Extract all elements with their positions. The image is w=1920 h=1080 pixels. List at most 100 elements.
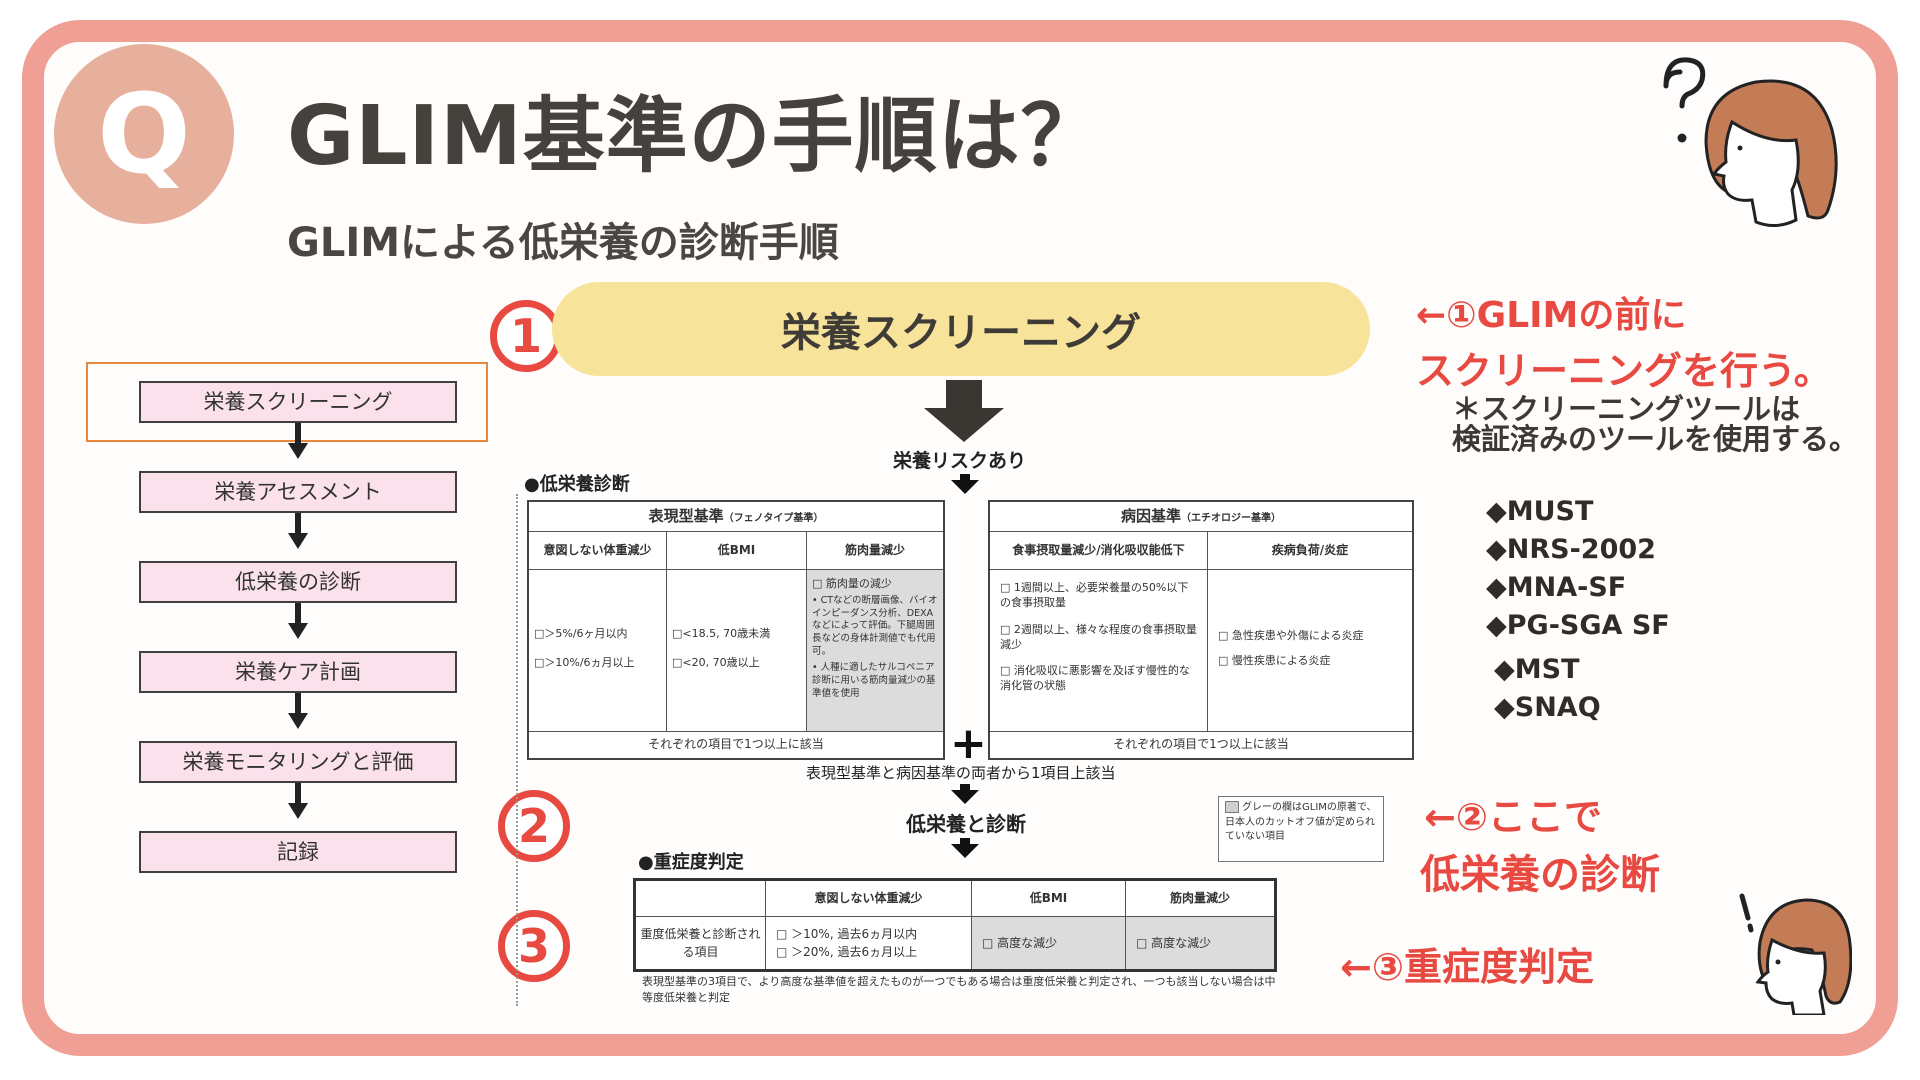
severity-weight-cell: □ ＞10%, 過去6ヵ月以内 □ ＞20%, 過去6ヵ月以上 <box>766 917 972 969</box>
tool-item: ◆MUST <box>1486 496 1594 527</box>
severity-bmi-cell: □ 高度な減少 <box>972 917 1126 969</box>
flow-arrow <box>288 513 308 549</box>
phenotype-criteria-table: 表現型基準（フェノタイプ基準） 意図しない体重減少 低BMI 筋肉量減少 □＞5… <box>527 500 945 760</box>
diagnosis-section-label: ●低栄養診断 <box>524 474 630 495</box>
etiology-criteria-table: 病因基準（エチオロジー基準） 食事摂取量減少/消化吸収能低下 疾病負荷/炎症 □… <box>988 500 1414 760</box>
left-flowchart: 栄養スクリーニング 栄養アセスメント 低栄養の診断 栄養ケア計画 栄養モニタリン… <box>86 362 490 882</box>
annotation-3: ←③重症度判定 <box>1340 945 1595 989</box>
q-letter: Q <box>97 70 191 198</box>
flow-item-screening: 栄養スクリーニング <box>139 381 457 423</box>
phenotype-footer: それぞれの項目で1つ以上に該当 <box>648 737 824 751</box>
flow-arrow <box>288 693 308 729</box>
inflammation-cell: □ 急性疾患や外傷による炎症 □ 慢性疾患による炎症 <box>1208 570 1412 731</box>
etiology-title: 病因基準（エチオロジー基準） <box>990 502 1412 532</box>
annotation-2-line1: ←②ここで <box>1424 795 1603 839</box>
down-arrow-icon <box>951 838 979 858</box>
annotation-1-note2: 検証済みのツールを使用する。 <box>1452 422 1859 456</box>
severity-col-muscle: 筋肉量減少 <box>1169 891 1230 905</box>
both-criteria-label: 表現型基準と病因基準の両者から1項目上該当 <box>806 764 1116 782</box>
severity-footer: 表現型基準の3項目で、より高度な基準値を超えたものが一つでもある場合は重度低栄養… <box>642 975 1276 1004</box>
phenotype-title: 表現型基準（フェノタイプ基準） <box>529 502 943 532</box>
tool-item: ◆PG-SGA SF <box>1486 610 1670 641</box>
down-arrow-icon <box>951 474 979 494</box>
phenotype-title-text: 表現型基準 <box>648 507 724 525</box>
criteria-item: □ 急性疾患や外傷による炎症 <box>1218 629 1364 642</box>
severity-table: 意図しない体重減少 低BMI 筋肉量減少 重度低栄養と診断される項目 □ ＞10… <box>633 878 1277 972</box>
down-arrow-icon <box>924 380 1004 442</box>
phenotype-title-sub: （フェノタイプ基準） <box>723 513 824 524</box>
etiology-footer: それぞれの項目で1つ以上に該当 <box>1113 737 1289 751</box>
severity-body: 重度低栄養と診断される項目 □ ＞10%, 過去6ヵ月以内 □ ＞20%, 過去… <box>636 917 1274 969</box>
tool-item: ◆MST <box>1494 654 1580 685</box>
step-number-2: 2 <box>498 790 570 862</box>
severity-col-bmi: 低BMI <box>972 881 1126 916</box>
col-inflammation: 疾病負荷/炎症 <box>1271 543 1349 557</box>
malnutrition-label: 低栄養と診断 <box>906 812 1026 836</box>
criteria-item: □＞10%/6ヵ月以上 <box>534 655 635 669</box>
severity-section-label: ●重症度判定 <box>638 852 744 873</box>
criteria-item: □<18.5, 70歳未満 <box>672 627 771 640</box>
criteria-item: □ 慢性疾患による炎症 <box>1218 653 1331 667</box>
page-title: GLIM基準の手順は？ <box>287 89 1104 184</box>
criteria-item: □ ＞20%, 過去6ヵ月以上 <box>776 945 918 959</box>
criteria-item: □ 2週間以上、様々な程度の食事摂取量減少 <box>1000 622 1197 651</box>
phenotype-body: □＞5%/6ヶ月以内 □＞10%/6ヵ月以上 □<18.5, 70歳未満 □<2… <box>529 570 943 732</box>
phenotype-columns: 意図しない体重減少 低BMI 筋肉量減少 <box>529 532 943 570</box>
flow-item-care-plan: 栄養ケア計画 <box>139 651 457 693</box>
annotation-2-line2: 低栄養の診断 <box>1420 852 1660 898</box>
low-bmi-cell: □<18.5, 70歳未満 □<20, 70歳以上 <box>667 570 807 731</box>
criteria-item: □ 筋肉量の減少 <box>812 577 892 590</box>
annotation-1-line1: ←①GLIMの前に <box>1416 295 1687 336</box>
severity-col-weight: 意図しない体重減少 <box>766 881 972 916</box>
flow-item-monitoring: 栄養モニタリングと評価 <box>139 741 457 783</box>
page-subtitle: GLIMによる低栄養の診断手順 <box>287 220 839 266</box>
severity-col-empty <box>636 881 766 916</box>
flow-item-assessment: 栄養アセスメント <box>139 471 457 513</box>
tool-item: ◆MNA-SF <box>1486 572 1627 603</box>
risk-label: 栄養リスクあり <box>893 450 1027 472</box>
flow-item-record: 記録 <box>139 831 457 873</box>
criteria-item: □ 1週間以上、必要栄養量の50%以下の食事摂取量 <box>1000 581 1189 609</box>
criteria-item: □ ＞10%, 過去6ヵ月以内 <box>776 927 918 941</box>
col-intake: 食事摂取量減少/消化吸収能低下 <box>990 532 1208 569</box>
screening-pill: 栄養スクリーニング <box>552 282 1370 376</box>
etiology-title-sub: （エチオロジー基準） <box>1181 513 1281 524</box>
col-muscle: 筋肉量減少 <box>844 543 905 557</box>
weight-loss-cell: □＞5%/6ヶ月以内 □＞10%/6ヵ月以上 <box>529 570 667 731</box>
surprised-person-icon <box>1739 893 1852 1015</box>
step-number-3: 3 <box>498 910 570 982</box>
col-weight-loss: 意図しない体重減少 <box>529 532 667 569</box>
severity-header: 意図しない体重減少 低BMI 筋肉量減少 <box>636 881 1274 917</box>
muscle-cell: □ 筋肉量の減少 • CTなどの断層画像、バイオインピーダンス分析、DEXAなど… <box>807 570 943 731</box>
severity-muscle-cell: □ 高度な減少 <box>1126 917 1274 969</box>
flow-arrow <box>288 783 308 819</box>
criteria-item: □＞5%/6ヶ月以内 <box>534 627 628 640</box>
criteria-note: • 人種に適したサルコペニア診断に用いる筋肉量減少の基準値を使用 <box>812 661 936 699</box>
severity-row-label: 重度低栄養と診断される項目 <box>636 917 766 969</box>
down-arrow-icon <box>951 784 979 804</box>
tool-item: ◆NRS-2002 <box>1486 534 1656 565</box>
dotted-border <box>516 494 518 1006</box>
intake-cell: □ 1週間以上、必要栄養量の50%以下の食事摂取量 □ 2週間以上、様々な程度の… <box>990 570 1208 731</box>
flow-arrow <box>288 423 308 459</box>
q-badge: Q <box>54 44 234 224</box>
screening-tools-list: ◆MUST ◆NRS-2002 ◆MNA-SF ◆PG-SGA SF ◆MST … <box>1486 493 1670 727</box>
flow-highlight <box>86 362 488 442</box>
flow-item-diagnosis: 低栄養の診断 <box>139 561 457 603</box>
grey-cell-note: グレーの欄はGLIMの原著で、日本人のカットオフ値が定められていない項目 <box>1218 796 1384 862</box>
col-low-bmi: 低BMI <box>667 532 807 569</box>
tool-item: ◆SNAQ <box>1494 692 1601 723</box>
etiology-title-text: 病因基準 <box>1120 507 1181 525</box>
criteria-item: □<20, 70歳以上 <box>672 655 760 669</box>
plus-sign: + <box>950 718 987 769</box>
annotation-1-line2: スクリーニングを行う。 <box>1416 349 1832 393</box>
criteria-note: • CTなどの断層画像、バイオインピーダンス分析、DEXAなどによって評価。下腿… <box>812 594 938 658</box>
criteria-item: □ 消化吸収に悪影響を及ぼす慢性的な消化管の状態 <box>1000 664 1190 693</box>
etiology-body: □ 1週間以上、必要栄養量の50%以下の食事摂取量 □ 2週間以上、様々な程度の… <box>990 570 1412 732</box>
thinking-person-icon <box>1663 57 1838 227</box>
step-number-1: 1 <box>490 300 562 372</box>
grey-note-text: グレーの欄はGLIMの原著で、日本人のカットオフ値が定められていない項目 <box>1225 802 1377 842</box>
flow-arrow <box>288 603 308 639</box>
etiology-columns: 食事摂取量減少/消化吸収能低下 疾病負荷/炎症 <box>990 532 1412 570</box>
annotation-1-note1: ＊スクリーニングツールは <box>1452 392 1801 426</box>
